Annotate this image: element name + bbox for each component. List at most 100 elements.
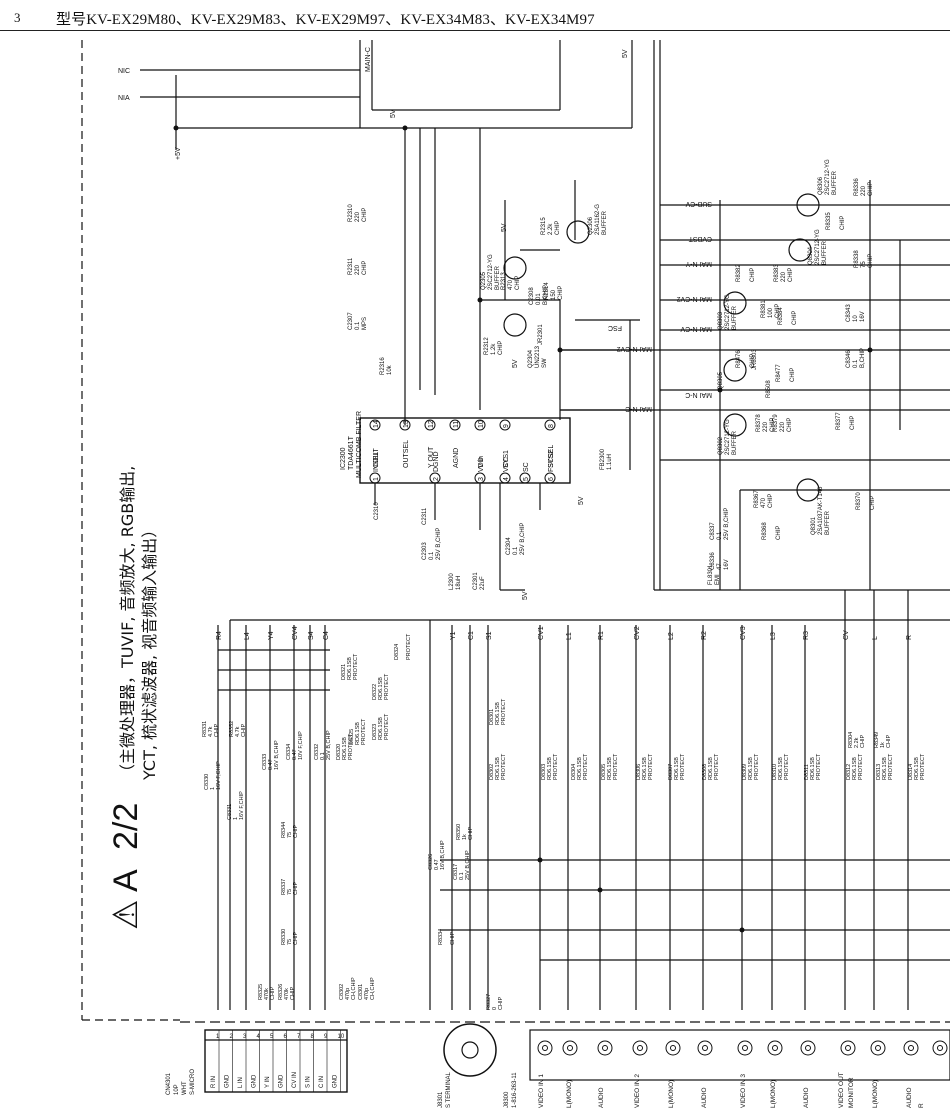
component-ref: R8378 [756, 414, 762, 432]
diode-note: PROTECT [553, 753, 559, 780]
component-ref: R2311 [348, 257, 354, 275]
component-ref: C8330 [204, 774, 210, 790]
bus-signal-label: S4 [308, 631, 315, 640]
board-sheet: 2/2 [107, 803, 145, 850]
cn4301-pin-number: 8 [311, 1034, 315, 1040]
net-fsc: FSC [608, 324, 622, 331]
page-header: 3 型号KV-EX29M80、KV-EX29M83、KV-EX29M97、KV-… [0, 0, 950, 31]
bus-signal-label: C4 [323, 631, 330, 640]
component-ref: R8383 [774, 264, 780, 282]
net-plus5v: +5V [175, 147, 182, 160]
component-ref: R8344 [281, 822, 287, 838]
bus-signal-label: R3 [803, 631, 810, 640]
component-ref: C2311 [422, 507, 428, 525]
diode-ref: D8306 [636, 764, 642, 780]
component-note: MPS [362, 317, 368, 330]
diode-note: PROTECT [858, 753, 864, 780]
component-value: 470p [345, 988, 351, 1000]
cn4301-pin-number: 9 [324, 1034, 328, 1040]
ic2300-pin-name: SYS2 [548, 450, 555, 468]
component-value: 0.1 [320, 752, 326, 760]
diode-value: RD6.1SB [748, 757, 754, 780]
cn4301-pin-signal: CV IN [292, 1072, 298, 1088]
component-note: CHIP [555, 221, 561, 235]
cn4301-ref: CN4301 [166, 1072, 172, 1095]
component-note: CHIP [293, 825, 299, 838]
component-ref: R8336 [854, 178, 860, 196]
component-ref: C8334 [286, 744, 292, 760]
component-note: 25V B,CHIP [724, 508, 730, 540]
component-value: 0.1 [853, 359, 859, 368]
diode-ref: D8301 [489, 709, 495, 725]
ic2300-pin-number: 9 [503, 424, 510, 428]
cn4301-desc2: WHT [182, 1081, 188, 1095]
component-note: CHIP [860, 735, 866, 748]
component-ref: C2303 [422, 542, 428, 560]
component-value: 470 [761, 497, 767, 508]
diode-note: PROTECT [754, 753, 760, 780]
diode-note: PROTECT [816, 753, 822, 780]
ic2300-pin-number: 12 [428, 420, 435, 428]
component-ref: C8333 [262, 754, 268, 770]
component-note: 25V B,CHIP [465, 850, 471, 880]
jack-function-label: AUDIO [701, 1087, 708, 1108]
component-value: 220 [763, 421, 769, 432]
diode-value: RD6.1SB [378, 717, 384, 740]
component-note: 25V B,CHIP [326, 730, 332, 760]
component-value: 220 [780, 421, 786, 432]
ic2300-pin-number: 13 [403, 420, 410, 428]
component-note: B,CHIP [543, 285, 549, 305]
transistor-part: UN2213 [535, 345, 541, 368]
ic2300-pin-number: 8 [548, 424, 555, 428]
bus-signal-label: L3 [770, 632, 777, 640]
component-ref: C8317 [453, 864, 459, 880]
transistor-ref: Q8304 [808, 246, 814, 265]
diode-note: PROTECT [920, 753, 926, 780]
cn4301-pin-number: 10 [338, 1034, 345, 1040]
component-note: 16V B,CHIP [440, 840, 446, 870]
diode-ref: D8320 [336, 744, 342, 760]
diode-ref: D8313 [876, 764, 882, 780]
jack-function-label: L(MONO) [770, 1080, 777, 1108]
component-value: 4.7k [208, 726, 214, 737]
component-value: 0.47 [292, 749, 298, 760]
diode-value: RD6.1SB [810, 757, 816, 780]
net-labels: NIC NIA +5V MAIN-C 5V 5V 5V 5V 5V 5V FSC… [118, 47, 712, 600]
component-ref: R8367 [754, 490, 760, 508]
component-ref: C2310 [374, 502, 380, 520]
diode-ref: D8305 [601, 764, 607, 780]
component-ref: R8382 [736, 264, 742, 282]
diode-note: PROTECT [384, 673, 390, 700]
ic2300-pin-name: Y OUT [428, 446, 435, 468]
component-value: 470 [508, 279, 514, 290]
component-value: 220 [861, 185, 867, 196]
component-value: 75 [287, 939, 293, 945]
component-value: 150 [551, 289, 557, 300]
component-ref: R8352 [229, 721, 235, 737]
component-value: 75 [861, 261, 867, 268]
component-note: CHIP [293, 882, 299, 895]
component-ref: C8331 [227, 804, 233, 820]
bus-signal-label: L [872, 636, 879, 640]
s-terminal-label: S TERMINAL [446, 1071, 452, 1108]
model-list: 型号KV-EX29M80、KV-EX29M83、KV-EX29M97、KV-EX… [56, 12, 595, 28]
diode-note: PROTECT [384, 713, 390, 740]
diode-ref: D8323 [372, 724, 378, 740]
component-value: 100 [768, 307, 774, 318]
ic2300-pin-name: AGND [453, 448, 460, 468]
component-ref: R8325 [258, 984, 264, 1000]
component-ref: R8381 [761, 300, 767, 318]
component-value: 220 [781, 271, 787, 282]
cn4301-pin-signal: R IN [211, 1076, 217, 1088]
component-ref: R8326 [278, 984, 284, 1000]
transistor-ref: Q8306 [818, 176, 824, 195]
component-note: CHIP [840, 216, 846, 230]
cn4301-desc1: 10P [174, 1084, 180, 1095]
ic2300-pin-circle [369, 419, 381, 431]
net-5v-e: 5V [578, 496, 585, 505]
bus-signal-label: Y4 [268, 631, 275, 640]
component-ref: C8336 [710, 552, 716, 570]
